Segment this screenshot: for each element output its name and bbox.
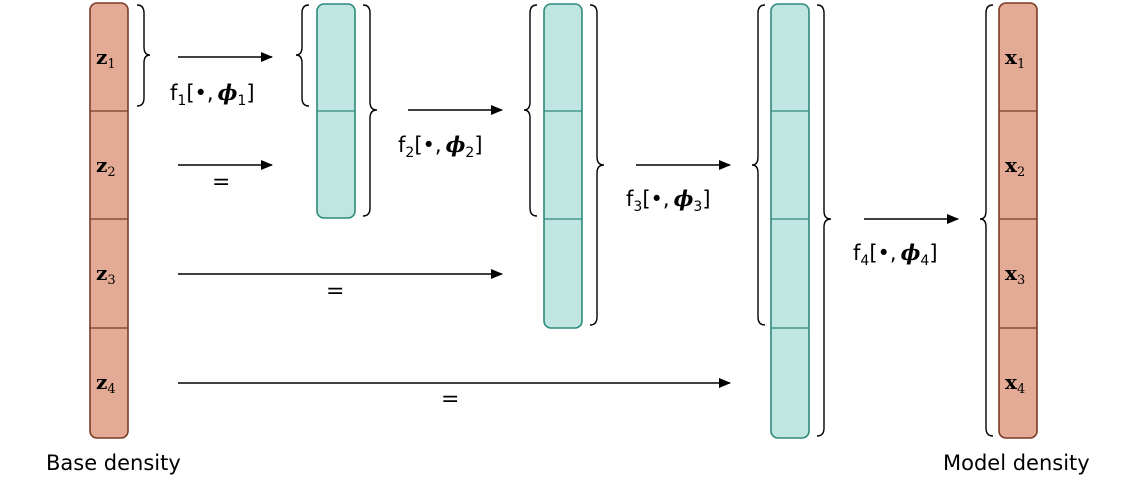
model-column-body (998, 2, 1038, 439)
brace-mid3-left (751, 4, 766, 326)
label-f3: f3[•,ϕ3] (626, 186, 711, 215)
base-density-column: z1 z2 z3 z4 (89, 2, 129, 439)
mid3-body (770, 3, 810, 439)
brace-mid2-left (523, 4, 538, 217)
model-density-column: x1 x2 x3 x4 (998, 2, 1038, 439)
intermediate-column-1 (316, 3, 356, 219)
model-label-x4: x4 (1005, 370, 1025, 397)
equals-z2: = (212, 170, 230, 195)
mid2-body (543, 3, 583, 329)
caption-base-density: Base density (46, 451, 181, 475)
label-f1: f1[•,ϕ1] (170, 80, 255, 109)
base-column-body (89, 2, 129, 439)
base-label-z4: z4 (96, 370, 116, 397)
base-label-z2: z2 (96, 153, 116, 180)
base-label-z1: z1 (96, 45, 116, 72)
model-label-x1: x1 (1005, 45, 1025, 72)
brace-mid3-right (816, 4, 832, 437)
brace-model-left (979, 4, 994, 437)
brace-mid1-left (295, 4, 310, 107)
label-f2: f2[•,ϕ2] (398, 132, 483, 161)
intermediate-column-2 (543, 3, 583, 329)
model-label-x3: x3 (1005, 261, 1025, 288)
label-f4: f4[•,ϕ4] (853, 240, 938, 269)
brace-mid1-right (362, 4, 378, 217)
equals-z3: = (326, 279, 344, 304)
model-label-x2: x2 (1005, 153, 1025, 180)
base-label-z3: z3 (96, 261, 116, 288)
equals-z4: = (441, 387, 459, 412)
brace-mid2-right (589, 4, 605, 326)
brace-z1-right (136, 4, 151, 107)
caption-model-density: Model density (943, 451, 1090, 475)
intermediate-column-3 (770, 3, 810, 439)
